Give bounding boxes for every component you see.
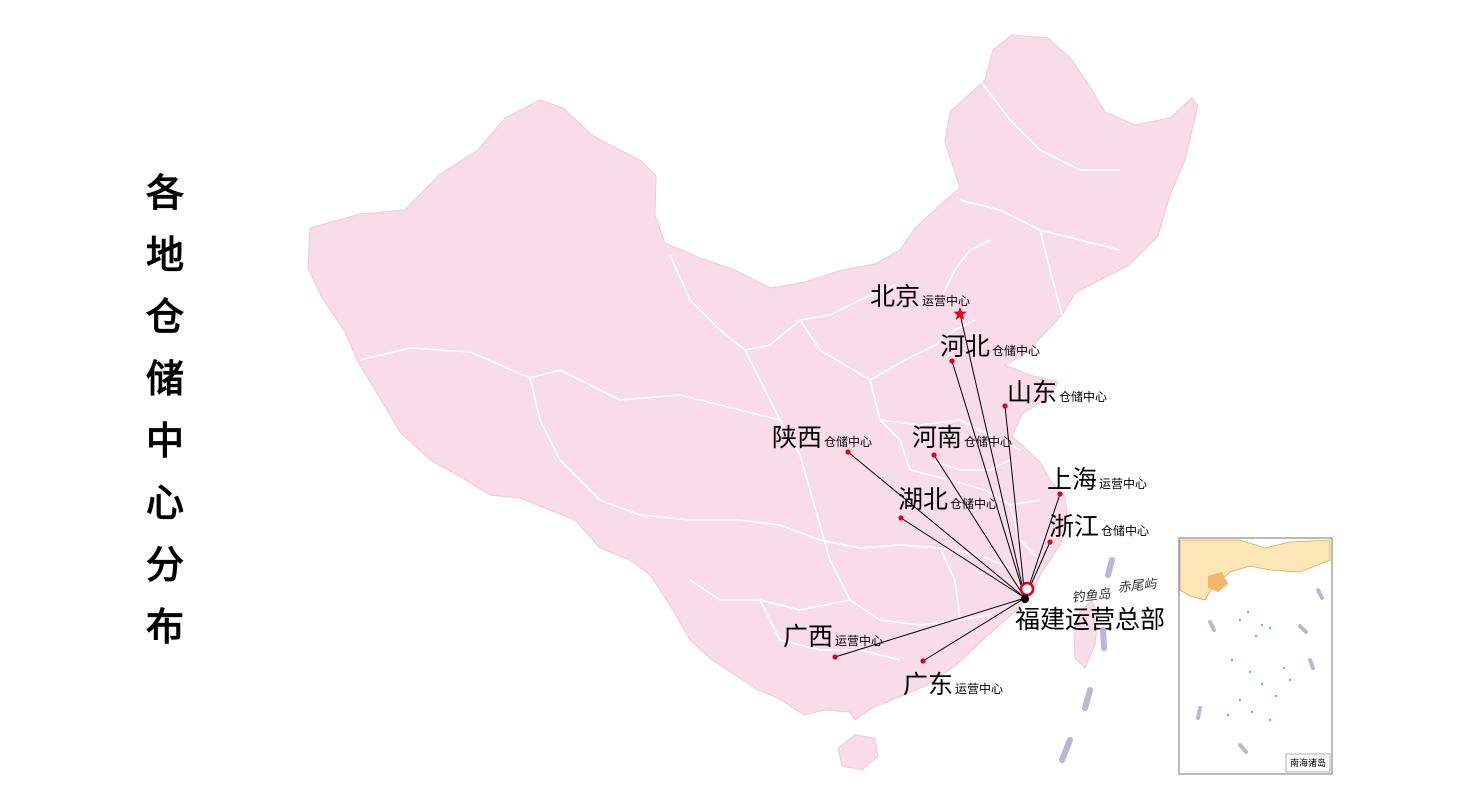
title-char-3: 储 bbox=[145, 356, 184, 401]
label-guangdong-type: 运营中心 bbox=[955, 681, 1003, 696]
marker-beijing-star-icon[interactable] bbox=[953, 307, 967, 320]
title-char-5: 心 bbox=[145, 480, 184, 525]
inset-coast bbox=[1179, 539, 1331, 601]
line-shandong bbox=[1004, 405, 1026, 599]
inset-caption-box bbox=[1285, 753, 1331, 773]
title-char-2: 仓 bbox=[145, 294, 184, 339]
marker-shandong[interactable] bbox=[1002, 403, 1008, 409]
south-sea-inset[interactable]: 南海诸岛 bbox=[1178, 537, 1333, 775]
taiwan-shape bbox=[1073, 599, 1099, 669]
label-shanghai-type: 运营中心 bbox=[1099, 476, 1147, 491]
label-zhejiang-type: 仓储中心 bbox=[1101, 523, 1149, 538]
marker-shaanxi[interactable] bbox=[845, 449, 851, 455]
hq-label: 福建运营总部 bbox=[1015, 605, 1165, 634]
line-shaanxi bbox=[847, 451, 1026, 599]
label-zhejiang: 浙江仓储中心 bbox=[1049, 512, 1149, 541]
marker-hubei[interactable] bbox=[898, 515, 904, 521]
line-hebei bbox=[951, 360, 1026, 599]
label-shandong-type: 仓储中心 bbox=[1059, 389, 1107, 404]
label-hubei-type: 仓储中心 bbox=[950, 496, 998, 511]
mainland-shape bbox=[307, 34, 1199, 721]
marker-shanghai[interactable] bbox=[1057, 491, 1063, 497]
label-henan-type: 仓储中心 bbox=[964, 434, 1012, 449]
line-guangdong bbox=[922, 597, 1026, 662]
label-guangxi-name: 广西 bbox=[783, 622, 833, 651]
island-diaoyu: 钓鱼岛 bbox=[1071, 587, 1112, 606]
line-beijing bbox=[959, 313, 1026, 599]
label-zhejiang-name: 浙江 bbox=[1049, 512, 1099, 541]
label-hubei-name: 湖北 bbox=[898, 485, 948, 514]
label-shaanxi-name: 陕西 bbox=[772, 423, 822, 452]
page-title: 各地仓储中心分布 bbox=[135, 165, 195, 655]
title-char-1: 地 bbox=[145, 232, 184, 277]
title-char-7: 布 bbox=[145, 604, 184, 649]
label-shandong: 山东仓储中心 bbox=[1007, 378, 1107, 407]
headquarters-pin[interactable] bbox=[1019, 581, 1035, 603]
hq-dot bbox=[1021, 595, 1029, 603]
location-markers bbox=[832, 307, 1063, 664]
label-guangdong: 广东运营中心 bbox=[903, 670, 1003, 699]
label-guangdong-name: 广东 bbox=[903, 670, 953, 699]
label-beijing-type: 运营中心 bbox=[922, 293, 970, 308]
label-shaanxi: 陕西仓储中心 bbox=[772, 423, 872, 452]
maritime-boundary bbox=[1059, 557, 1115, 763]
label-hubei: 湖北仓储中心 bbox=[898, 485, 998, 514]
island-chiwei: 赤尾屿 bbox=[1117, 577, 1159, 596]
line-henan bbox=[933, 454, 1026, 599]
label-shandong-name: 山东 bbox=[1007, 378, 1057, 407]
title-char-4: 中 bbox=[145, 418, 184, 463]
marker-henan[interactable] bbox=[931, 452, 937, 458]
label-guangxi-type: 运营中心 bbox=[835, 633, 883, 648]
line-guangxi bbox=[834, 597, 1026, 658]
marker-guangdong[interactable] bbox=[920, 658, 926, 664]
label-shanghai-name: 上海 bbox=[1047, 465, 1097, 494]
label-shanghai: 上海运营中心 bbox=[1047, 465, 1147, 494]
location-labels: 北京运营中心河北仓储中心山东仓储中心河南仓储中心陕西仓储中心湖北仓储中心上海运营… bbox=[772, 282, 1149, 699]
label-hebei: 河北仓储中心 bbox=[940, 332, 1040, 361]
hainan-shape bbox=[837, 734, 879, 771]
marker-hebei[interactable] bbox=[949, 358, 955, 364]
province-borders bbox=[359, 79, 1121, 661]
label-henan-name: 河南 bbox=[912, 423, 962, 452]
line-shanghai bbox=[1024, 493, 1061, 599]
label-henan: 河南仓储中心 bbox=[912, 423, 1012, 452]
inset-hainan bbox=[1208, 572, 1228, 592]
label-hebei-type: 仓储中心 bbox=[992, 343, 1040, 358]
label-guangxi: 广西运营中心 bbox=[783, 622, 883, 651]
label-beijing: 北京运营中心 bbox=[870, 282, 970, 311]
title-char-6: 分 bbox=[145, 542, 184, 587]
marker-zhejiang[interactable] bbox=[1047, 539, 1053, 545]
hq-pin-icon bbox=[1019, 581, 1035, 597]
title-char-0: 各 bbox=[145, 170, 184, 215]
inset-caption: 南海诸岛 bbox=[1290, 757, 1326, 769]
label-beijing-name: 北京 bbox=[870, 282, 920, 311]
marker-guangxi[interactable] bbox=[832, 654, 838, 660]
label-hebei-name: 河北 bbox=[940, 332, 990, 361]
connection-lines bbox=[834, 313, 1061, 662]
label-shaanxi-type: 仓储中心 bbox=[824, 434, 872, 449]
line-hubei bbox=[900, 517, 1026, 599]
